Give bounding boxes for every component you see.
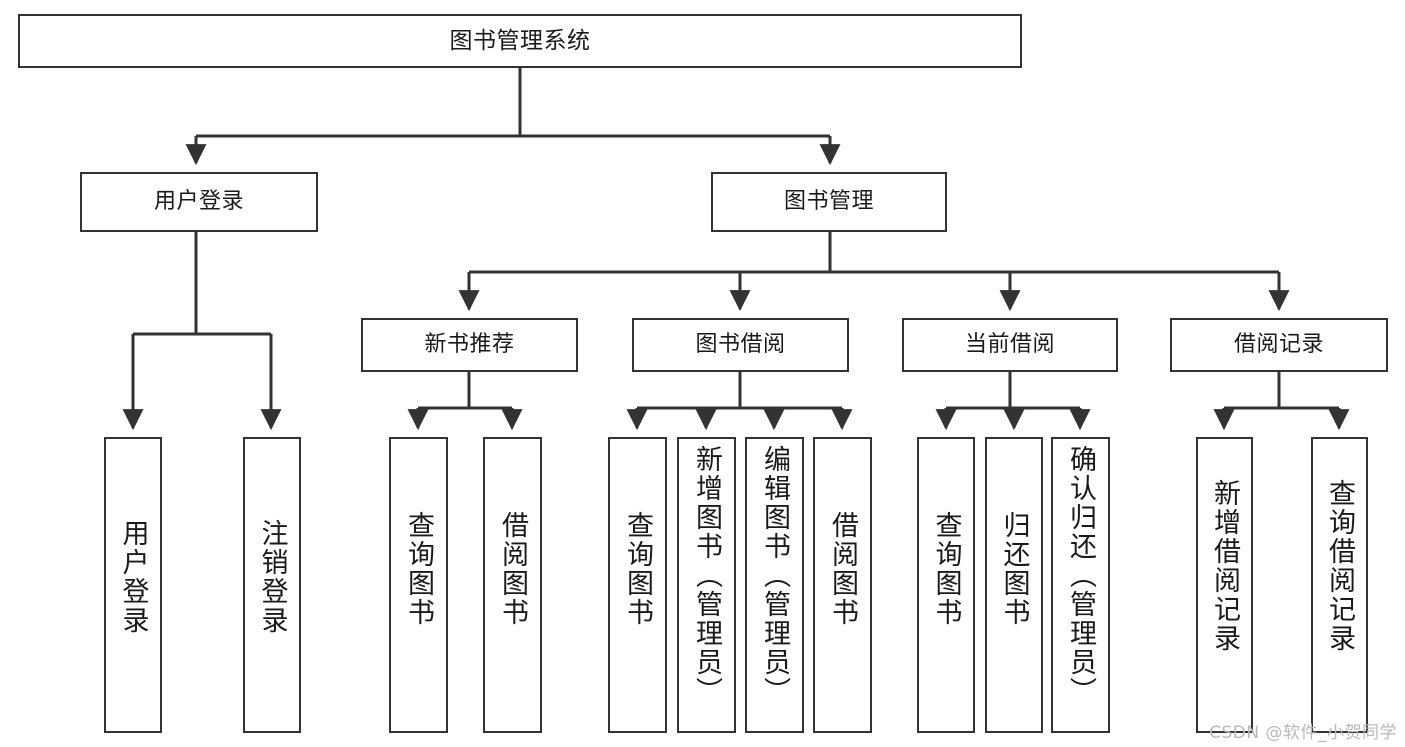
node-book-management[interactable]: 图书管理 (711, 172, 947, 232)
node-user-login[interactable]: 用户登录 (80, 172, 318, 232)
leaf-query-book-2-label: 查询图书 (622, 511, 653, 627)
leaf-add-record[interactable]: 新增借阅记录 (1196, 437, 1253, 733)
node-root-label: 图书管理系统 (449, 27, 591, 54)
leaf-confirm-return[interactable]: 确认归还（管理员） (1051, 437, 1110, 733)
leaf-borrow-book-1[interactable]: 借阅图书 (483, 437, 542, 733)
node-book-borrow[interactable]: 图书借阅 (632, 318, 849, 372)
leaf-query-book-3[interactable]: 查询图书 (917, 437, 975, 733)
leaf-query-book-1-label: 查询图书 (403, 511, 434, 627)
leaf-borrow-book-1-label: 借阅图书 (497, 511, 528, 627)
leaf-add-book-label: 新增图书（管理员） (691, 445, 722, 706)
leaf-edit-book-label: 编辑图书（管理员） (759, 445, 790, 706)
leaf-edit-book[interactable]: 编辑图书（管理员） (745, 437, 804, 733)
leaf-add-record-label: 新增借阅记录 (1209, 479, 1240, 653)
leaf-add-book[interactable]: 新增图书（管理员） (677, 437, 736, 733)
leaf-logout[interactable]: 注销登录 (243, 437, 301, 733)
leaf-query-record[interactable]: 查询借阅记录 (1311, 437, 1368, 733)
leaf-confirm-return-label: 确认归还（管理员） (1065, 445, 1096, 706)
leaf-borrow-book-2-label: 借阅图书 (827, 511, 858, 627)
leaf-query-book-3-label: 查询图书 (930, 511, 962, 627)
node-new-book-recommend[interactable]: 新书推荐 (361, 318, 578, 372)
leaf-query-record-label: 查询借阅记录 (1324, 479, 1355, 653)
leaf-user-login[interactable]: 用户登录 (104, 437, 162, 733)
node-borrow-record-label: 借阅记录 (1233, 332, 1324, 358)
leaf-logout-label: 注销登录 (256, 519, 288, 635)
leaf-borrow-book-2[interactable]: 借阅图书 (813, 437, 872, 733)
node-book-management-label: 图书管理 (783, 189, 874, 215)
leaf-return-book[interactable]: 归还图书 (985, 437, 1043, 733)
node-current-borrow-label: 当前借阅 (964, 332, 1055, 358)
leaf-query-book-2[interactable]: 查询图书 (608, 437, 667, 733)
node-book-borrow-label: 图书借阅 (695, 332, 786, 358)
node-new-book-recommend-label: 新书推荐 (424, 332, 515, 358)
csdn-watermark: CSDN @软件_小贺同学 (1209, 723, 1397, 743)
node-user-login-label: 用户登录 (153, 189, 244, 215)
leaf-return-book-label: 归还图书 (998, 511, 1030, 627)
node-current-borrow[interactable]: 当前借阅 (902, 318, 1118, 372)
node-borrow-record[interactable]: 借阅记录 (1170, 318, 1388, 372)
leaf-query-book-1[interactable]: 查询图书 (389, 437, 448, 733)
node-root[interactable]: 图书管理系统 (18, 14, 1022, 68)
leaf-user-login-label: 用户登录 (117, 519, 149, 635)
